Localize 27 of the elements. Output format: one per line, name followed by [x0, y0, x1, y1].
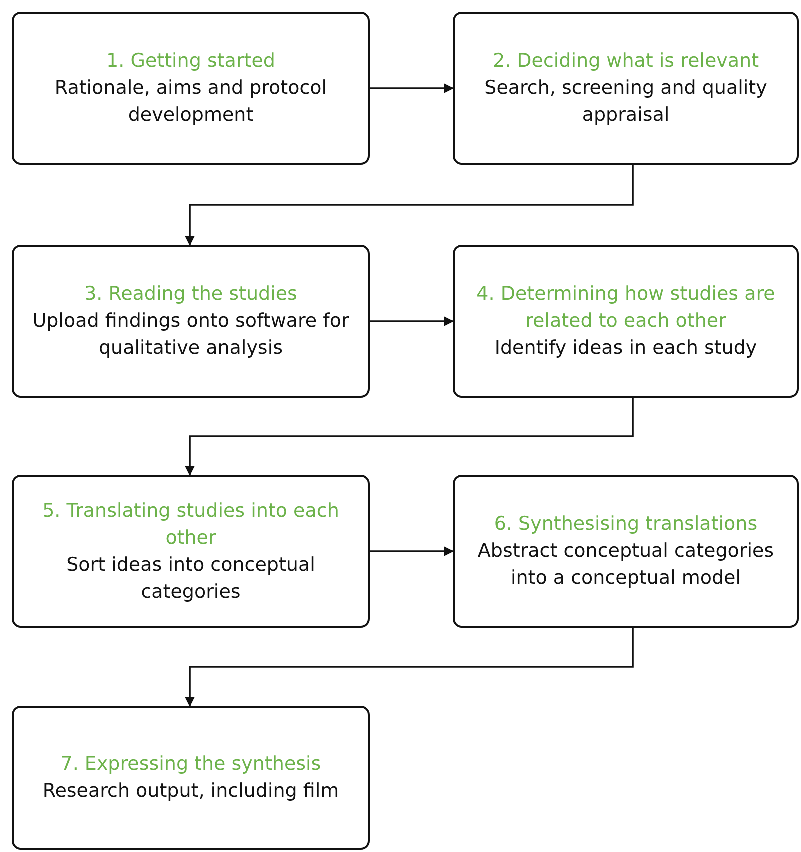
- arrow: [185, 398, 634, 476]
- step-description: Rationale, aims and protocol development: [54, 76, 328, 128]
- process-box: [12, 706, 370, 850]
- step-title: 7. Expressing the synthesis: [60, 752, 322, 777]
- step-title: 6. Synthesising translations: [494, 512, 758, 537]
- step-description: Upload findings onto software for qualitative analysis: [32, 309, 350, 361]
- step-description: Identify ideas in each study: [494, 336, 758, 361]
- step-description: Research output, including film: [42, 779, 340, 804]
- step-title: 2. Deciding what is relevant: [492, 49, 760, 74]
- step-title: 3. Reading the studies: [84, 282, 298, 307]
- process-box: [12, 12, 370, 165]
- process-box: [453, 475, 799, 628]
- step-title: 1. Getting started: [106, 49, 276, 74]
- step-description: Sort ideas into conceptual categories: [66, 552, 316, 604]
- process-box: [12, 245, 370, 398]
- arrow: [185, 628, 634, 707]
- arrow: [370, 316, 454, 326]
- process-box: [453, 245, 799, 398]
- step-description: Search, screening and quality appraisal: [484, 76, 768, 128]
- step-title: 5. Translating studies into each other: [42, 498, 340, 550]
- arrow: [370, 546, 454, 556]
- arrow: [370, 84, 454, 94]
- step-description: Abstract conceptual categories into a conceptual model: [476, 539, 776, 591]
- step-title: 4. Determining how studies are related to each other: [476, 282, 776, 334]
- process-box: [12, 475, 370, 628]
- arrow: [185, 165, 634, 246]
- process-box: [453, 12, 799, 165]
